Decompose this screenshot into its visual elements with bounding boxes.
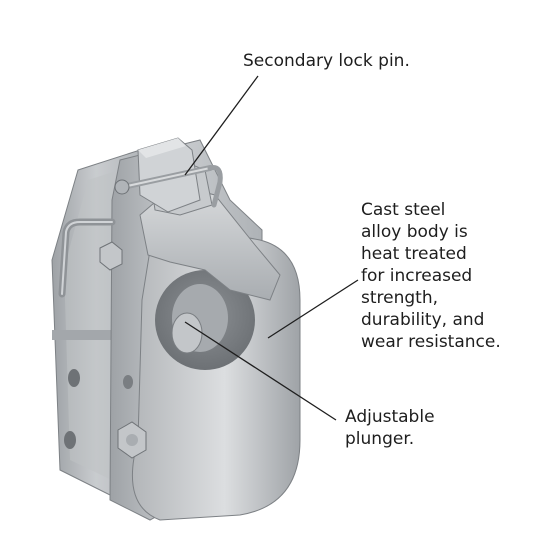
callout-line: Adjustable — [345, 407, 435, 427]
handle-rod — [58, 218, 116, 298]
leader-line-lock-pin — [184, 75, 259, 176]
callout-line: alloy body is — [361, 222, 468, 242]
callout-secondary-lock-pin: Secondary lock pin. — [243, 50, 410, 72]
bolt-lower — [117, 421, 147, 459]
callout-text: Secondary lock pin. — [243, 51, 410, 71]
callout-line: wear resistance. — [361, 332, 501, 352]
callout-line: durability, and — [361, 310, 485, 330]
callout-line: heat treated — [361, 244, 467, 264]
plunger — [171, 312, 203, 354]
callout-line: strength, — [361, 288, 439, 308]
leader-line-body — [267, 279, 359, 339]
secondary-lock-pin — [114, 165, 223, 208]
leader-line-plunger — [184, 321, 337, 421]
callout-adjustable-plunger: Adjustable plunger. — [345, 406, 435, 450]
mounting-holes — [64, 369, 133, 449]
bolt-upper — [99, 241, 123, 271]
callout-line: Cast steel — [361, 200, 446, 220]
callout-cast-steel-body: Cast steel alloy body is heat treated fo… — [361, 199, 501, 353]
callout-line: for increased — [361, 266, 473, 286]
callout-line: plunger. — [345, 429, 415, 449]
